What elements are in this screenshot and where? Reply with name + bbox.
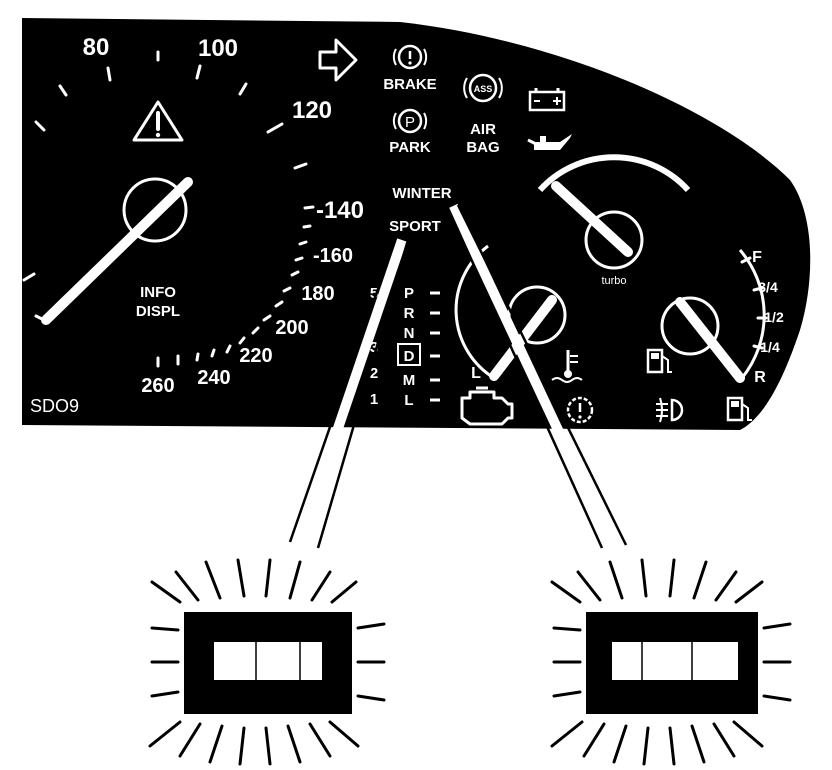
sport-indicator-display <box>148 558 386 766</box>
speed-tick <box>58 84 68 97</box>
sport-display-window <box>214 642 322 680</box>
speed-tick <box>238 336 246 345</box>
speed-tick <box>274 300 284 308</box>
info-label: INFO <box>140 284 176 301</box>
speed-label-100: 100 <box>198 35 238 62</box>
park-label: PARK <box>389 139 431 156</box>
speed-tick <box>34 120 46 132</box>
coolant-temperature-icon <box>551 350 583 383</box>
speed-label-120: 120 <box>292 97 332 124</box>
gear-selector: P R N D M L 5 3 2 1 <box>370 285 440 409</box>
warning-lights: BRAKE P PARK ASS AIR BAG <box>318 38 572 156</box>
speed-tick <box>262 314 272 322</box>
gear-p: P <box>404 285 414 302</box>
traction-warning-icon <box>566 396 594 424</box>
brake-label: BRAKE <box>383 76 436 93</box>
turbo-label: turbo <box>601 275 626 287</box>
gear-number-3: 3 <box>370 339 378 356</box>
speed-tick <box>106 66 112 82</box>
fuel-gauge: F 3/4 1/2 1/4 R <box>646 249 784 386</box>
callout-line-sport <box>288 238 410 549</box>
bag-label: BAG <box>466 139 499 156</box>
fuel-tick <box>752 286 764 292</box>
speed-label-260: 260 <box>141 375 174 397</box>
warning-triangle-icon <box>132 100 184 142</box>
air-label: AIR <box>470 121 496 138</box>
speed-tick <box>225 344 232 354</box>
glow-rays <box>148 558 386 766</box>
speed-tick <box>293 162 308 170</box>
ass-symbol: ASS <box>474 84 493 94</box>
low-fuel-icon <box>726 396 752 422</box>
park-symbol: P <box>405 114 415 131</box>
speedometer-needle <box>41 177 193 325</box>
brake-warning-icon <box>392 44 428 70</box>
speed-label-140: -140 <box>316 197 364 224</box>
fuel-full-label: F <box>752 249 762 266</box>
gear-n: N <box>404 325 415 342</box>
gear-d: D <box>404 348 415 365</box>
speed-tick <box>298 240 308 246</box>
speed-label-220: 220 <box>239 345 272 367</box>
gear-l: L <box>404 392 413 409</box>
turbo-needle <box>551 181 633 257</box>
winter-display-window <box>612 642 738 680</box>
fog-light-icon <box>656 397 684 423</box>
speedometer-hub <box>122 177 188 243</box>
speed-label-160: -160 <box>313 245 353 267</box>
fuel-pump-icon <box>646 348 672 374</box>
winter-mode-label: WINTER <box>392 185 451 202</box>
displ-label: DISPL <box>136 303 180 320</box>
turn-arrow-icon <box>318 38 358 82</box>
sport-mode-label: SPORT <box>389 218 441 235</box>
temp-low-label: L <box>471 365 481 382</box>
gear-number-5: 5 <box>370 285 378 302</box>
speedometer: 80 100 120 -140 -160 180 200 220 240 260… <box>22 34 364 416</box>
fuel-tick <box>740 256 752 264</box>
turbo-gauge: turbo <box>537 154 691 287</box>
figure-code: SDO9 <box>30 396 79 416</box>
check-engine-icon <box>460 386 514 426</box>
speed-tick <box>302 224 312 229</box>
oil-pressure-icon <box>527 134 572 150</box>
speed-tick <box>303 205 315 210</box>
fuel-three-quarter-label: 3/4 <box>758 279 778 295</box>
speed-label-240: 240 <box>197 367 230 389</box>
speed-tick <box>195 352 200 362</box>
gear-m: M <box>403 372 416 389</box>
fuel-needle <box>675 297 745 383</box>
speed-tick <box>282 286 292 293</box>
speed-tick <box>22 272 36 282</box>
speed-tick <box>294 256 304 262</box>
speed-label-200: 200 <box>275 317 308 339</box>
fuel-quarter-label: 1/4 <box>760 339 780 355</box>
speed-label-180: 180 <box>301 283 334 305</box>
winter-indicator-display <box>550 558 792 766</box>
gear-number-2: 2 <box>370 365 378 382</box>
ass-warning-icon: ASS <box>463 73 503 103</box>
glow-rays <box>550 558 792 766</box>
fuel-tick <box>752 344 764 350</box>
speed-tick <box>251 326 260 335</box>
battery-icon <box>528 88 566 112</box>
park-brake-icon: P <box>392 108 428 134</box>
speed-tick <box>238 82 248 96</box>
speed-tick <box>195 64 202 80</box>
gear-selected-box <box>397 343 421 366</box>
speed-tick <box>210 348 216 358</box>
gear-r: R <box>404 305 415 322</box>
fuel-half-label: 1/2 <box>764 309 784 325</box>
callout-line-winter <box>446 203 628 549</box>
gear-number-1: 1 <box>370 391 378 408</box>
speed-tick <box>290 270 300 277</box>
fuel-reserve-label: R <box>754 369 766 386</box>
cluster-panel <box>22 18 811 430</box>
speed-tick <box>266 122 284 134</box>
speed-label-80: 80 <box>83 34 110 61</box>
